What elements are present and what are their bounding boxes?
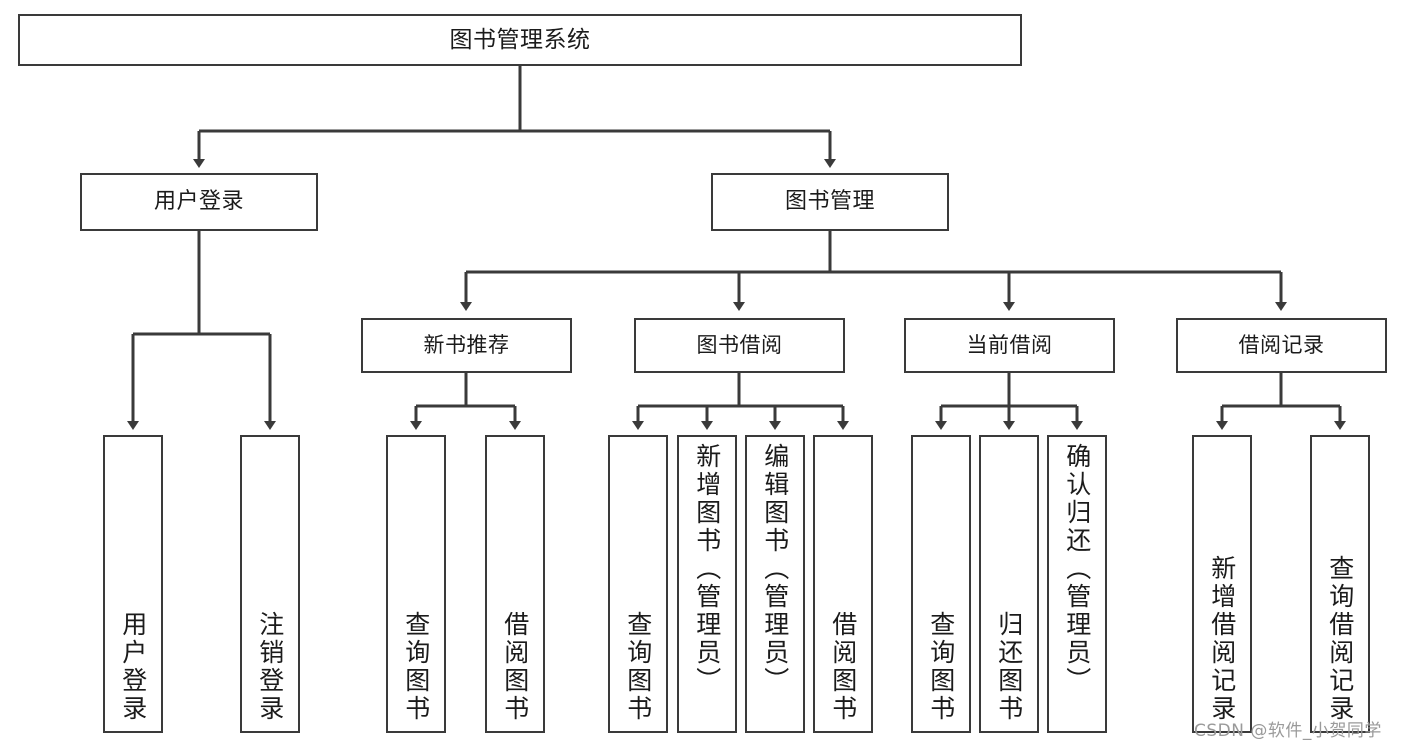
node-label: 借阅记录 [1238, 333, 1325, 358]
node-label: 新书推荐 [423, 333, 510, 358]
leaf-user-login-login[interactable]: 用户登录 [103, 435, 163, 733]
node-user-login[interactable]: 用户登录 [80, 173, 318, 231]
leaf-label: 新增借阅记录 [1207, 555, 1237, 723]
node-label: 图书管理 [784, 189, 875, 215]
leaf-current-borrow-confirm-return[interactable]: 确认归还（管理员） [1047, 435, 1107, 733]
csdn-watermark: CSDN @软件_小贺同学 [1194, 721, 1382, 741]
leaf-label: 确认归还（管理员） [1062, 443, 1092, 695]
node-book-borrow[interactable]: 图书借阅 [634, 318, 845, 373]
leaf-borrow-record-add[interactable]: 新增借阅记录 [1192, 435, 1252, 733]
leaf-current-borrow-query[interactable]: 查询图书 [911, 435, 971, 733]
leaf-book-borrow-add[interactable]: 新增图书（管理员） [677, 435, 737, 733]
leaf-borrow-record-query[interactable]: 查询借阅记录 [1310, 435, 1370, 733]
leaf-book-borrow-query[interactable]: 查询图书 [608, 435, 668, 733]
leaf-label: 归还图书 [994, 611, 1024, 723]
leaf-current-borrow-return[interactable]: 归还图书 [979, 435, 1039, 733]
node-root-system[interactable]: 图书管理系统 [18, 14, 1022, 66]
leaf-book-borrow-edit[interactable]: 编辑图书（管理员） [745, 435, 805, 733]
leaf-label: 编辑图书（管理员） [760, 443, 790, 695]
leaf-user-login-logout[interactable]: 注销登录 [240, 435, 300, 733]
node-label: 图书管理系统 [449, 26, 591, 53]
leaf-label: 查询图书 [623, 611, 653, 723]
leaf-book-borrow-borrow[interactable]: 借阅图书 [813, 435, 873, 733]
leaf-label: 查询图书 [401, 611, 431, 723]
leaf-label: 借阅图书 [500, 611, 530, 723]
node-label: 用户登录 [153, 189, 244, 215]
node-current-borrow[interactable]: 当前借阅 [904, 318, 1115, 373]
leaf-label: 查询借阅记录 [1325, 555, 1355, 723]
leaf-new-book-query[interactable]: 查询图书 [386, 435, 446, 733]
leaf-label: 借阅图书 [828, 611, 858, 723]
node-label: 当前借阅 [966, 333, 1053, 358]
leaf-label: 新增图书（管理员） [692, 443, 722, 695]
leaf-label: 注销登录 [255, 611, 285, 723]
leaf-label: 查询图书 [926, 611, 956, 723]
leaf-new-book-borrow[interactable]: 借阅图书 [485, 435, 545, 733]
leaf-label: 用户登录 [118, 611, 148, 723]
node-book-management[interactable]: 图书管理 [711, 173, 949, 231]
node-new-book-recommend[interactable]: 新书推荐 [361, 318, 572, 373]
node-borrow-record[interactable]: 借阅记录 [1176, 318, 1387, 373]
node-label: 图书借阅 [696, 333, 783, 358]
